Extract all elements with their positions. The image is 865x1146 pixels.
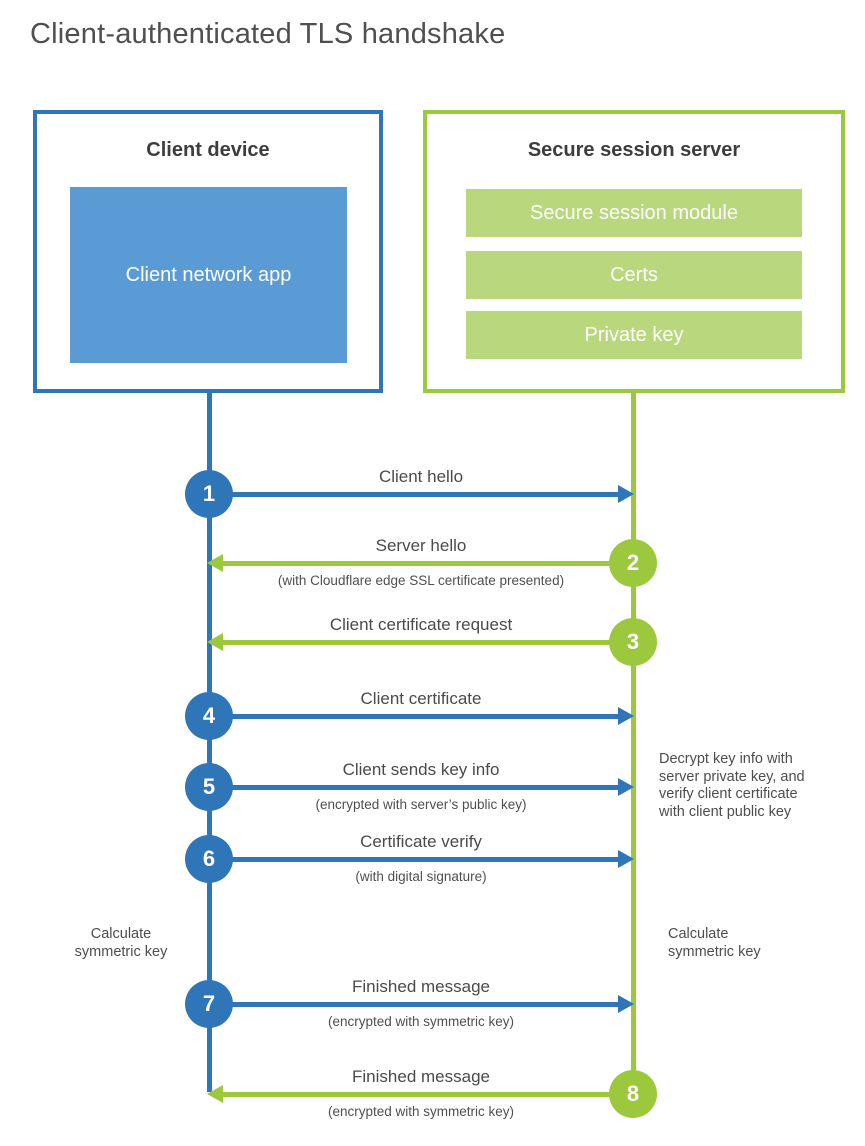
step-8-arrowhead-icon (207, 1085, 223, 1103)
step-6-number: 6 (202, 846, 216, 871)
secure-session-server-title: Secure session server (527, 139, 741, 161)
step-7-arrow-shaft (209, 1002, 620, 1007)
page-title: Client-authenticated TLS handshake (30, 18, 506, 50)
step-3-badge: 3 (609, 618, 657, 666)
step-6-badge: 6 (185, 835, 233, 883)
calculate-symmetric-key-note-server: Calculate symmetric key (668, 926, 761, 960)
step-3-label: Client certificate request (329, 615, 513, 634)
step-1-number: 1 (202, 481, 216, 506)
secure-session-server-box: Secure session server Secure session mod… (423, 110, 845, 393)
decrypt-note-line: verify client certificate (659, 786, 798, 802)
step-2-number: 2 (626, 550, 640, 575)
decrypt-note-line: server private key, and (659, 768, 805, 785)
step-4-badge: 4 (185, 692, 233, 740)
step-3-number: 3 (626, 629, 640, 654)
client-network-app-box: Client network app (70, 187, 347, 363)
step-2-arrowhead-icon (207, 554, 223, 572)
step-5-badge: 5 (185, 763, 233, 811)
step-6-arrowhead-icon (618, 850, 634, 868)
step-7-number: 7 (202, 991, 216, 1016)
step-4-number: 4 (202, 703, 216, 728)
step-8-sublabel: (encrypted with symmetric key) (327, 1104, 515, 1119)
step-7-label: Finished message (352, 977, 490, 996)
decrypt-note-line: Decrypt key info with (659, 751, 793, 767)
decrypt-note-line: with client public key (659, 803, 792, 820)
step-5-label: Client sends key info (342, 760, 500, 779)
private-key-bar: Private key (466, 311, 802, 359)
step-7-sublabel: (encrypted with symmetric key) (327, 1014, 515, 1029)
step-2-sublabel: (with Cloudflare edge SSL certificate pr… (277, 573, 565, 588)
step-4-arrowhead-icon (618, 707, 634, 725)
step-1-arrowhead-icon (618, 485, 634, 503)
client-device-title: Client device (146, 139, 270, 161)
secure-session-module-bar: Secure session module (466, 189, 802, 237)
step-2-label: Server hello (375, 536, 467, 555)
step-8-label: Finished message (352, 1067, 490, 1086)
step-8-badge: 8 (609, 1070, 657, 1118)
step-6-sublabel: (with digital signature) (355, 869, 487, 884)
server-lifeline (631, 393, 636, 1096)
certs-bar: Certs (466, 251, 802, 299)
step-7-badge: 7 (185, 980, 233, 1028)
step-6-label: Certificate verify (360, 832, 482, 851)
client-lifeline (207, 393, 212, 1092)
step-4-label: Client certificate (360, 689, 482, 708)
step-1-badge: 1 (185, 470, 233, 518)
step-5-arrow-shaft (209, 785, 620, 790)
step-5-sublabel: (encrypted with server’s public key) (315, 797, 527, 812)
step-7-arrowhead-icon (618, 995, 634, 1013)
step-2-arrow-shaft (222, 561, 633, 566)
step-2-badge: 2 (609, 539, 657, 587)
step-8-arrow-shaft (222, 1092, 633, 1097)
step-3-arrow-shaft (222, 640, 633, 645)
client-device-box: Client device Client network app (33, 110, 383, 393)
step-1-arrow-shaft (209, 492, 620, 497)
step-1-label: Client hello (378, 467, 464, 486)
step-8-number: 8 (626, 1081, 640, 1106)
step-3-arrowhead-icon (207, 633, 223, 651)
step-5-arrowhead-icon (618, 778, 634, 796)
step-5-number: 5 (202, 774, 216, 799)
step-6-arrow-shaft (209, 857, 620, 862)
calculate-symmetric-key-note-client: Calculate symmetric key (74, 926, 168, 960)
decrypt-key-note: Decrypt key info with server private key… (659, 751, 859, 821)
step-4-arrow-shaft (209, 714, 620, 719)
